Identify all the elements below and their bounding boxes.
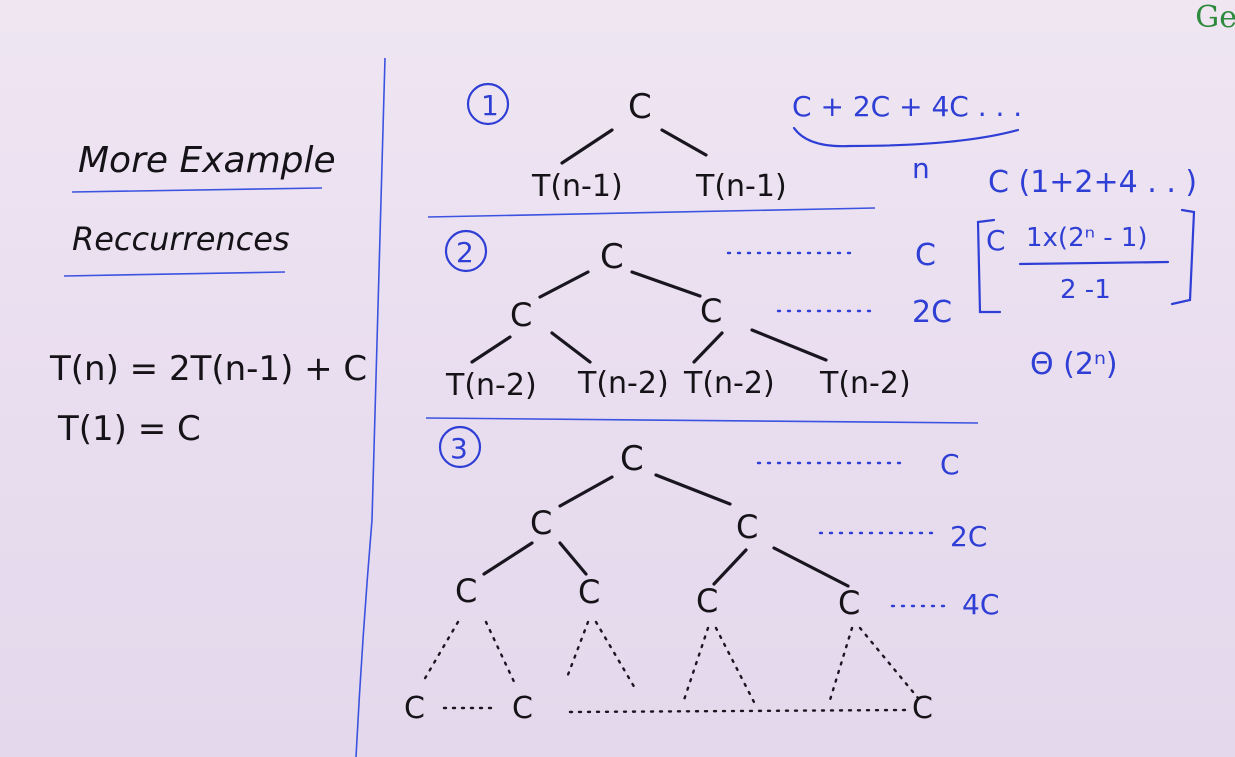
title-underline: [71, 187, 323, 193]
step-3-level1-left: C: [530, 504, 552, 542]
step-1-number: 1: [481, 89, 499, 122]
step-2-marker: [444, 229, 488, 273]
step-2-edge-leaf-4: [750, 328, 828, 362]
step-2-edge-leaf-1: [470, 335, 512, 364]
step-1-edge-left: [560, 128, 614, 165]
bracket-left: [976, 218, 1002, 314]
step-3-edge-l2-3: [712, 548, 748, 586]
step-3-edge-l1-right: [654, 473, 732, 506]
fraction-denominator: 2 -1: [1060, 275, 1111, 305]
fraction-bar: [1018, 260, 1170, 266]
step-2-level1-left: C: [510, 296, 532, 334]
subtree-dots-3: [682, 626, 758, 708]
step-2-edge-l1-right: [630, 270, 702, 298]
step-1-root: C: [628, 87, 652, 127]
step-3-cost-1: C: [940, 448, 960, 481]
step-3-edge-l2-1: [482, 541, 534, 576]
step-3-marker: [438, 425, 482, 469]
step-2-edge-l1-left: [538, 270, 590, 299]
step-3-cost-3: 4C: [962, 588, 999, 621]
base-case-equation: T(1) = C: [57, 409, 201, 449]
step-3-bottom-3: C: [912, 691, 933, 726]
step-2-cost-1: C: [915, 238, 936, 273]
step-3-level1-right: C: [736, 508, 758, 546]
subtree-dots-4: [828, 626, 920, 702]
step-3-level2-4: C: [838, 584, 860, 622]
step-2-root: C: [600, 237, 624, 277]
bottom-dotline-2: [568, 708, 908, 714]
step-1-marker: [466, 82, 510, 126]
step-3-edge-l2-2: [558, 541, 588, 576]
step-3-level2-3: C: [696, 582, 718, 620]
step-2-edge-leaf-3: [692, 331, 724, 364]
step-3-edge-l2-4: [772, 546, 850, 588]
step-1-edge-right: [660, 128, 708, 157]
subtitle: Reccurrences: [72, 220, 290, 258]
step-2-cost-2: 2C: [912, 295, 952, 330]
step-2-leaf-1: T(n-2): [445, 368, 537, 403]
step-3-root: C: [620, 439, 644, 479]
subtitle-underline: [63, 271, 286, 277]
step-2-number: 2: [456, 236, 474, 269]
step-2-separator: [425, 417, 979, 424]
bracket-right: [1170, 208, 1196, 306]
step-3-cost-2: 2C: [950, 520, 987, 553]
subtree-dots-1: [422, 620, 518, 688]
divider-vertical: [355, 57, 386, 757]
step-2-level1-right: C: [700, 292, 722, 330]
step-3-bottom-1: C: [404, 691, 425, 726]
step-3-number: 3: [450, 432, 468, 465]
factored-sum: C (1+2+4 . . ): [988, 165, 1197, 200]
step-2-leaf-4: T(n-2): [819, 366, 911, 401]
step-3-level2-2: C: [578, 573, 600, 611]
step-1-child-right: T(n-1): [695, 169, 787, 204]
step-2-leaf-3: T(n-2): [683, 366, 775, 401]
recurrence-equation: T(n) = 2T(n-1) + C: [49, 349, 367, 389]
step-3-bottom-2: C: [512, 691, 533, 726]
channel-logo: Ge: [1195, 0, 1235, 35]
subtree-dots-2: [564, 620, 638, 692]
final-result: Θ (2ⁿ): [1030, 347, 1118, 382]
sum-prefix: C: [986, 224, 1006, 257]
step-1-separator: [427, 207, 876, 218]
step-3-edge-l1-left: [558, 475, 614, 508]
series-underbrace: [792, 126, 1020, 148]
fraction-numerator: 1x(2ⁿ - 1): [1026, 223, 1148, 253]
step-2-leaf-2: T(n-2): [577, 366, 669, 401]
title: More Example: [78, 140, 336, 181]
step-1-child-left: T(n-1): [531, 169, 623, 204]
step-3-level2-1: C: [455, 572, 477, 610]
series-sum: C + 2C + 4C . . .: [792, 90, 1022, 123]
step-2-edge-leaf-2: [550, 331, 592, 364]
n-label: n: [912, 152, 930, 185]
